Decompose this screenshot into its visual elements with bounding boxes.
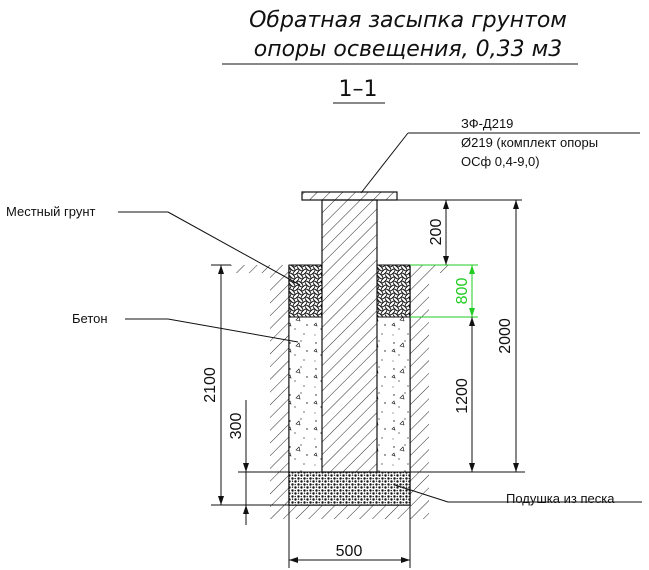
dim-800-text: 800 [454,278,471,305]
dim-300: 300 [228,400,289,525]
title-line-1: Обратная засыпка грунтом [249,8,567,33]
dim-200-text: 200 [428,219,445,246]
callout-concrete: Бетон [72,311,299,343]
pole-flange [301,191,398,201]
local-soil-label: Местный грунт [6,204,96,219]
section-label: 1–1 [339,77,378,102]
pole-desc-line-1: Ø219 (комплект опоры [461,135,598,150]
soil-fill-right [376,264,411,318]
dim-500: 500 [288,505,411,568]
dim-200: 200 [397,199,522,265]
dim-2000: 2000 [410,200,525,473]
pole-code-label: ЗФ-Д219 [461,116,513,131]
dim-800: 800 [410,264,478,318]
pole-body [321,199,378,473]
concrete-fill-left [288,316,323,473]
ground-hatch [231,265,452,519]
concrete-fill-right [376,316,411,473]
pole-desc-line-2: ОСф 0,4-9,0) [461,154,540,169]
concrete-label: Бетон [72,311,108,326]
dim-2000-text: 2000 [497,318,514,354]
callout-pole: ЗФ-Д219 Ø219 (комплект опоры ОСф 0,4-9,0… [360,116,640,194]
callout-local-soil: Местный грунт [6,204,301,286]
title-line-2: опоры освещения, 0,33 м3 [254,37,562,62]
dim-2100-text: 2100 [202,367,219,403]
dim-300-text: 300 [228,413,245,440]
dim-1200-text: 1200 [454,378,471,414]
sand-cushion [288,471,411,506]
soil-fill-left [288,264,323,318]
sand-cushion-label: Подушка из песка [506,491,615,506]
dim-500-text: 500 [336,543,363,560]
callout-sand-cushion: Подушка из песка [394,484,642,506]
dim-1200: 1200 [454,317,475,472]
dim-2100: 2100 [202,264,289,506]
